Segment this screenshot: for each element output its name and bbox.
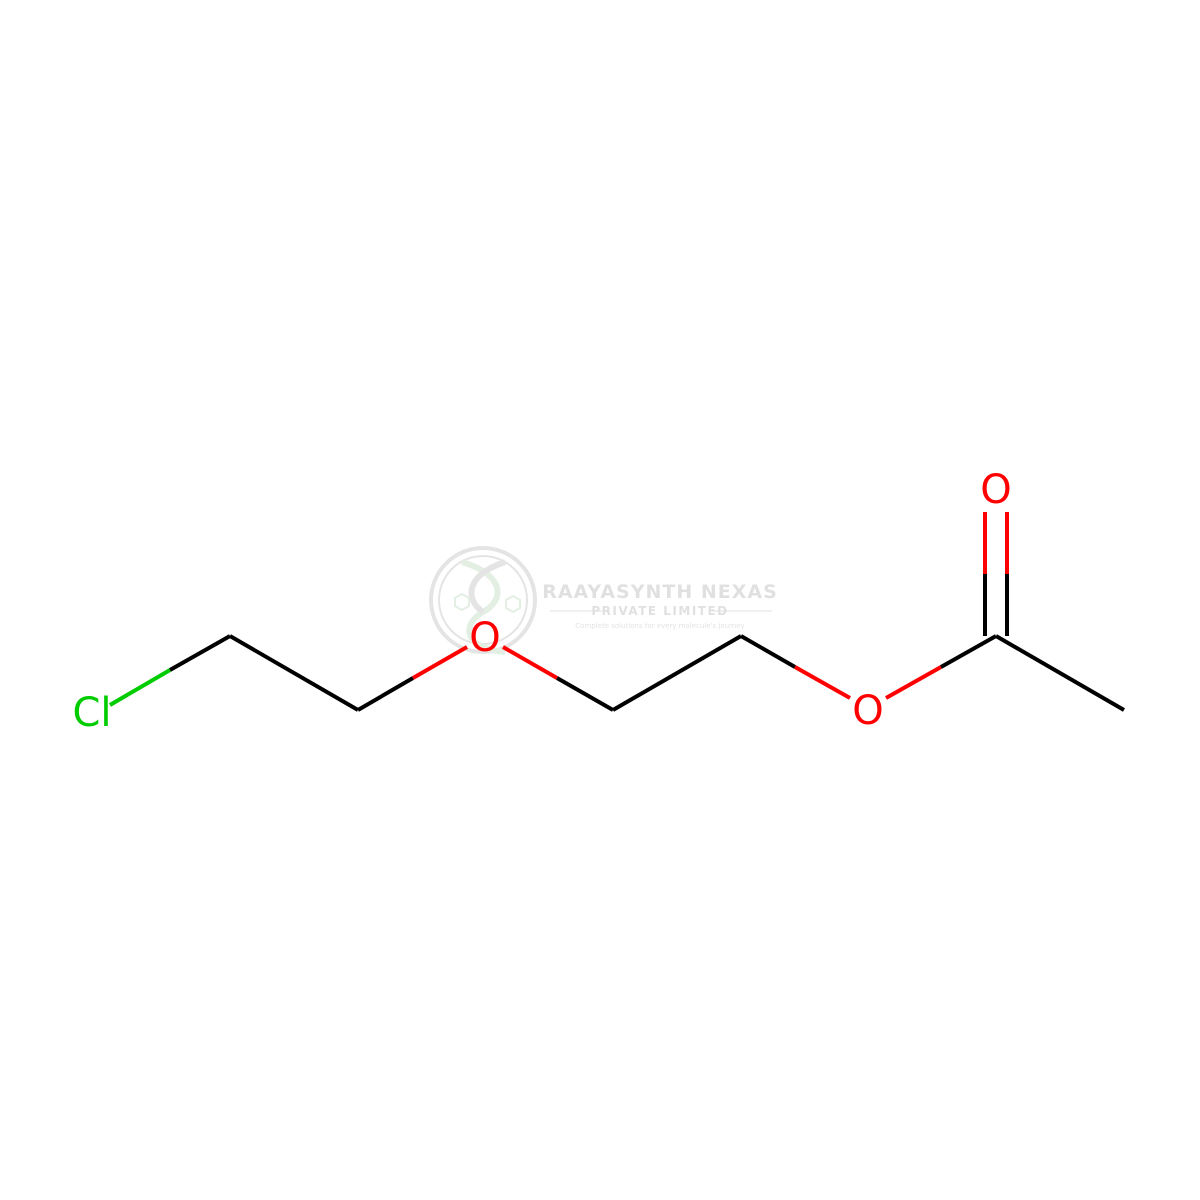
bond-c4-o2-black — [740, 634, 796, 669]
bond-c2-o1-red — [412, 645, 468, 680]
bonds — [108, 512, 1126, 712]
bond-o2-c5-black — [940, 634, 997, 669]
atom-carbonyl-oxygen: O — [980, 467, 1011, 513]
bond-o2-c5-red — [885, 665, 942, 700]
atom-labels: Cl O O O — [72, 467, 1011, 736]
bond-c4-o2-red — [794, 665, 851, 700]
atom-ester-oxygen: O — [852, 688, 883, 734]
bond-o1-c3-red — [502, 645, 558, 680]
bond-c2-o1-black — [356, 676, 415, 712]
watermark-logo-icon — [429, 546, 537, 655]
bond-c1-c2 — [228, 634, 360, 712]
watermark: RAAYASYNTH NEXAS PRIVATE LIMITED Complet… — [429, 546, 778, 655]
bond-cl-c1-black — [169, 634, 231, 672]
bond-c5-methyl — [994, 634, 1126, 712]
bond-c3-c4 — [611, 634, 743, 712]
watermark-subtitle: PRIVATE LIMITED — [591, 604, 728, 618]
bond-cl-c1-green — [108, 668, 172, 707]
atom-chlorine: Cl — [72, 690, 111, 736]
watermark-tagline: Complete solutions for every molecule's … — [575, 622, 744, 630]
watermark-company-name: RAAYASYNTH NEXAS — [542, 581, 778, 603]
bond-o1-c3-black — [556, 676, 614, 712]
atom-ether-oxygen: O — [469, 615, 500, 661]
